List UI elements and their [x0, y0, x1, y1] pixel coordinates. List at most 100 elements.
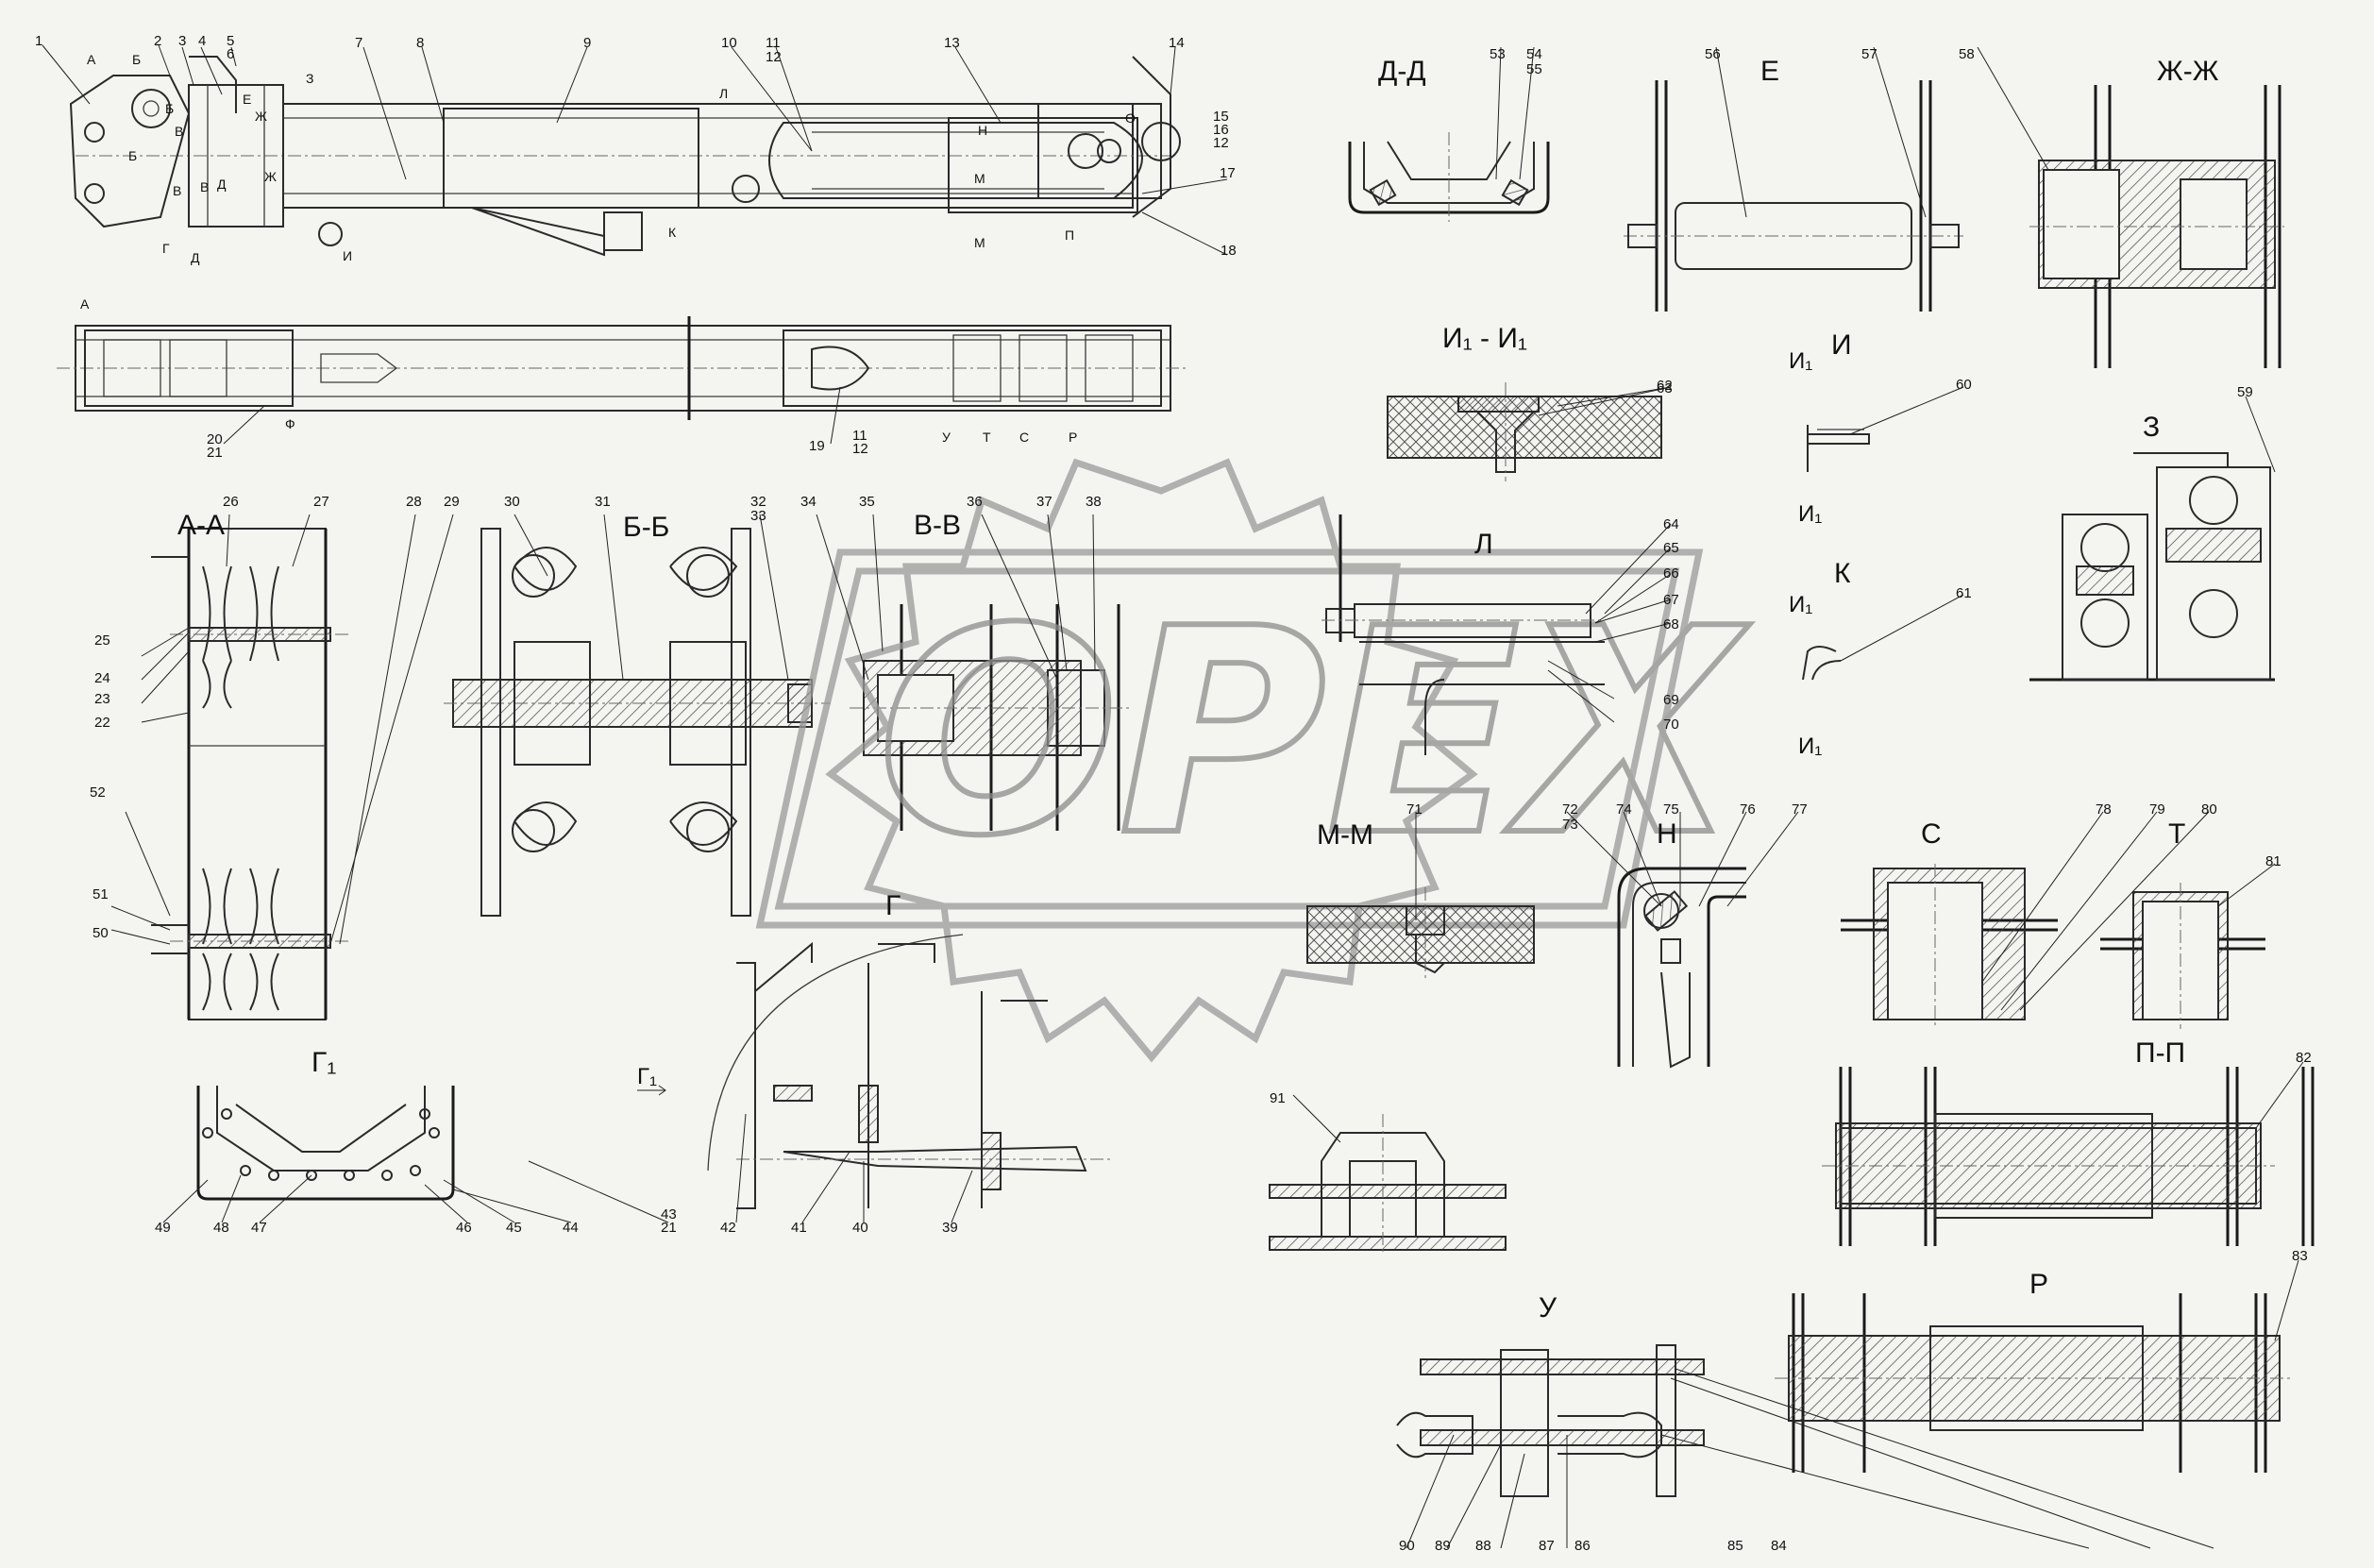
section-mark: М — [974, 171, 985, 186]
part-number: 89 — [1435, 1538, 1451, 1554]
section-mark: С — [1019, 430, 1029, 445]
part-number: 67 — [1663, 592, 1679, 608]
part-number: 83 — [2292, 1248, 2308, 1264]
part-number: 1 — [35, 33, 42, 49]
section-dd — [1348, 132, 1550, 222]
part-number: 77 — [1792, 801, 1808, 818]
section-mark: Г — [162, 241, 170, 256]
part-number: 74 — [1616, 801, 1632, 818]
section-mm — [1306, 887, 1535, 982]
section-mark: Р — [1069, 430, 1077, 445]
section-mark: А — [87, 52, 96, 67]
section-mark: Ф — [285, 416, 295, 431]
part-number: 21 — [661, 1220, 677, 1236]
part-number: 63 — [1657, 380, 1673, 396]
section-mark: А — [80, 296, 90, 312]
part-number: 3 — [178, 33, 186, 49]
part-91-detail — [1269, 1114, 1507, 1256]
part-number: 82 — [2296, 1050, 2312, 1066]
view-k — [1802, 646, 1842, 681]
part-number: 29 — [444, 494, 460, 510]
label-r: Р — [2029, 1269, 2048, 1300]
part-number: 68 — [1663, 616, 1679, 632]
section-bb — [444, 528, 831, 917]
part-number: 19 — [809, 438, 825, 454]
part-number: 72 — [1562, 801, 1578, 818]
part-number: 5 — [227, 33, 234, 49]
label-k: К — [1834, 558, 1851, 589]
part-number: 49 — [155, 1220, 171, 1236]
label-n: Н — [1657, 818, 1677, 850]
part-number: 65 — [1663, 540, 1679, 556]
label-vv: В-В — [914, 510, 961, 541]
section-s — [1841, 864, 2058, 1029]
view-u — [1396, 1344, 1705, 1497]
part-number: 64 — [1663, 516, 1679, 532]
part-number: 25 — [94, 632, 110, 649]
section-mark: Д — [217, 177, 227, 192]
section-mark: Н — [978, 123, 987, 138]
part-number: 17 — [1220, 165, 1236, 181]
part-number: 20 — [207, 431, 223, 447]
part-number: 26 — [223, 494, 239, 510]
section-t — [2100, 883, 2265, 1029]
part-number: 7 — [355, 35, 362, 51]
part-number: 76 — [1740, 801, 1756, 818]
part-number: 56 — [1705, 46, 1721, 62]
part-number: 62 — [1657, 378, 1673, 394]
part-number: 58 — [1959, 46, 1975, 62]
part-number: 12 — [1213, 135, 1229, 151]
section-mark: Б — [132, 52, 141, 67]
section-mark: В — [173, 183, 181, 198]
section-mark: Т — [983, 430, 991, 445]
section-mark: О — [1125, 110, 1136, 126]
part-number: 21 — [207, 445, 223, 461]
section-mark: Е — [243, 92, 251, 107]
part-number: 44 — [563, 1220, 579, 1236]
part-number: 2 — [154, 33, 161, 49]
part-number: 9 — [583, 35, 591, 51]
label-pp: П-П — [2135, 1037, 2185, 1069]
view-e — [1624, 80, 1963, 312]
part-number: 51 — [93, 886, 109, 902]
part-number: 23 — [94, 691, 110, 707]
section-mark: В — [175, 124, 183, 139]
part-number: 57 — [1861, 46, 1877, 62]
part-number: 30 — [504, 494, 520, 510]
part-numbers: 1 2 3 4 5 6 7 8 9 10 11 12 13 14 15 16 1… — [35, 33, 2312, 1554]
part-number: 11 — [852, 428, 867, 444]
section-mark: У — [942, 430, 951, 445]
section-mark: З — [306, 71, 313, 86]
label-u: У — [1539, 1292, 1557, 1324]
label-mm: М-М — [1317, 819, 1373, 851]
part-number: 12 — [766, 49, 782, 65]
section-mark: В — [200, 179, 209, 194]
label-aa: А-А — [177, 510, 225, 541]
part-number: 52 — [90, 784, 106, 801]
part-number: 39 — [942, 1220, 958, 1236]
label-i1b: И₁ — [1798, 501, 1822, 527]
section-mark: Б — [165, 101, 174, 116]
label-i1c: И₁ — [1789, 592, 1812, 617]
part-number: 71 — [1406, 801, 1423, 818]
part-number: 48 — [213, 1220, 229, 1236]
part-number: 10 — [721, 35, 737, 51]
section-mark: И — [343, 248, 352, 263]
part-number: 4 — [198, 33, 206, 49]
part-number: 14 — [1169, 35, 1185, 51]
section-markers: А А Б Б Б В В В Г Д Д Е Ж Ж З И К Л М М … — [80, 52, 1136, 445]
part-number: 43 — [661, 1206, 677, 1222]
boom-plan-view — [57, 316, 1189, 420]
label-i1i1: И₁ - И₁ — [1442, 323, 1527, 354]
section-mark: К — [668, 225, 677, 240]
part-number: 31 — [595, 494, 611, 510]
label-i: И — [1831, 329, 1852, 361]
view-l — [1322, 514, 1605, 755]
section-i1i1 — [1387, 382, 1662, 481]
section-vv — [850, 604, 1133, 831]
part-number: 66 — [1663, 565, 1679, 582]
part-number: 22 — [94, 715, 110, 731]
part-number: 15 — [1213, 109, 1229, 125]
g1-bolts — [202, 1108, 440, 1181]
section-pp — [1822, 1067, 2315, 1246]
